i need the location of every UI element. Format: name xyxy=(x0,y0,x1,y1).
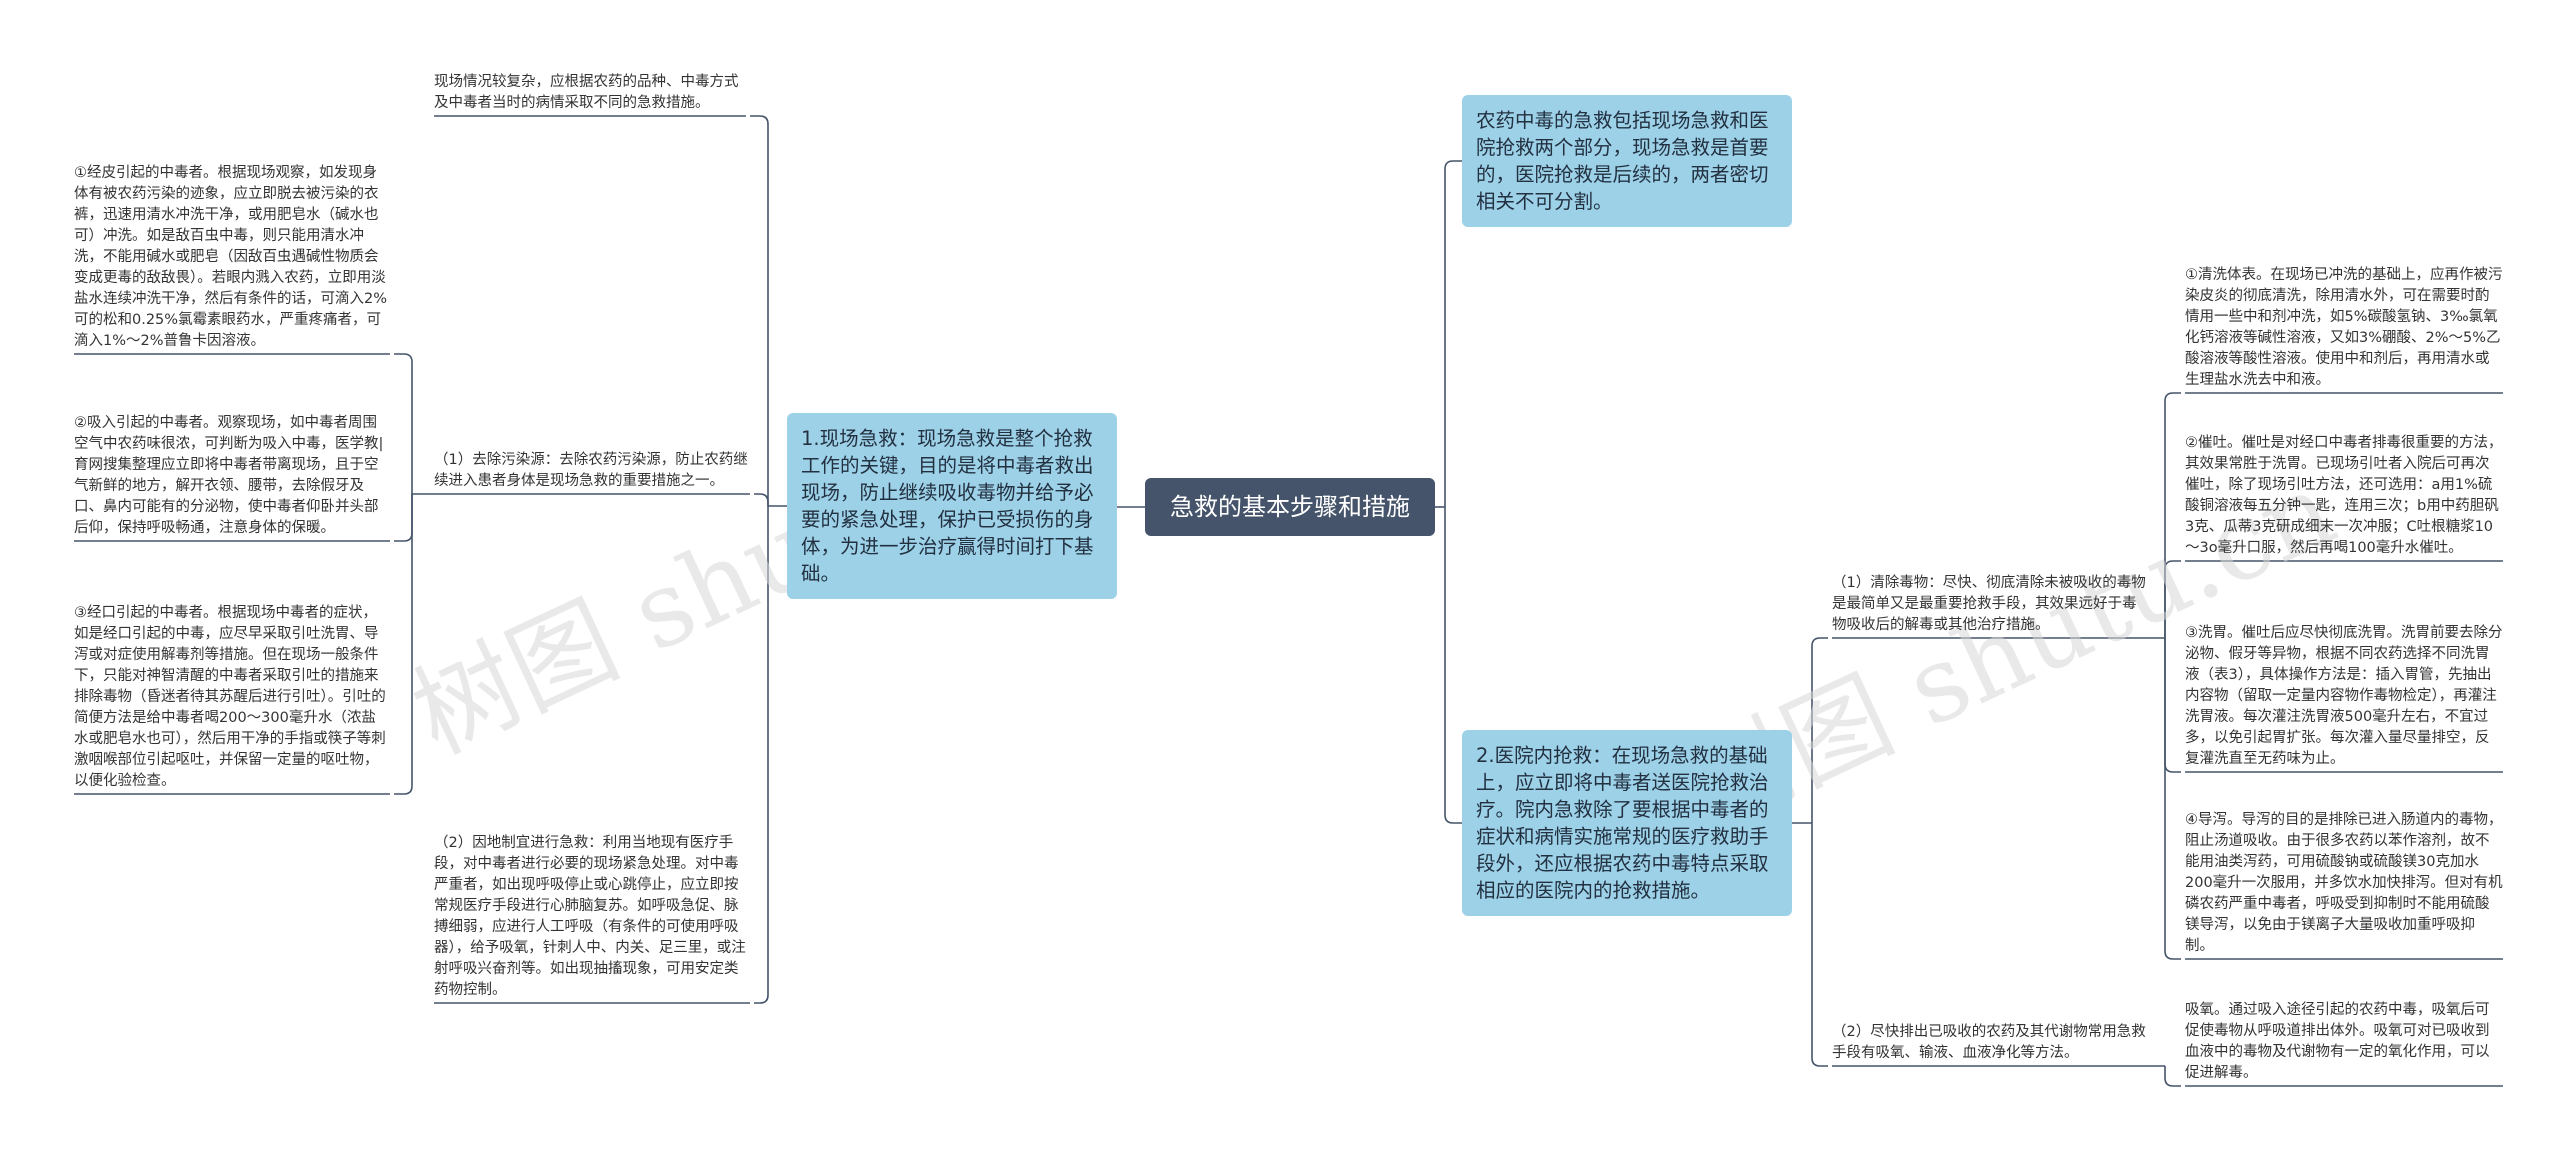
leaf-vomiting[interactable]: ②催吐。催吐是对经口中毒者排毒很重要的方法，其效果常胜于洗胃。已现场引吐者入院后… xyxy=(2185,435,2503,556)
leaf-oral-poisoning[interactable]: ③经口引起的中毒者。根据现场中毒者的症状，如是经口引起的中毒，应尽早采取引吐洗胃… xyxy=(74,605,386,789)
branch-intro[interactable]: 农药中毒的急救包括现场急救和医院抢救两个部分，现场急救是首要的，医院抢救是后续的… xyxy=(1462,95,1792,227)
branch-scene-first-aid[interactable]: 1.现场急救：现场急救是整个抢救工作的关键，目的是将中毒者救出现场，防止继续吸收… xyxy=(787,413,1117,599)
leaf-gastric-lavage[interactable]: ③洗胃。催吐后应尽快彻底洗胃。洗胃前要去除分泌物、假牙等异物，根据不同农药选择不… xyxy=(2185,625,2503,767)
root-node[interactable]: 急救的基本步骤和措施 xyxy=(1145,478,1435,536)
leaf-inhalation-poisoning[interactable]: ②吸入引起的中毒者。观察现场，如中毒者周围空气中农药味很浓，可判断为吸入中毒，医… xyxy=(74,415,384,536)
leaf-skin-poisoning[interactable]: ①经皮引起的中毒者。根据现场观察，如发现身体有被农药污染的迹象，应立即脱去被污染… xyxy=(74,165,388,349)
leaf-scene-note[interactable]: 现场情况较复杂，应根据农药的品种、中毒方式及中毒者当时的病情采取不同的急救措施。 xyxy=(434,74,739,111)
leaf-remove-absorbed[interactable]: （2）尽快排出已吸收的农药及其代谢物常用急救手段有吸氧、输液、血液净化等方法。 xyxy=(1832,1024,2146,1061)
leaf-remove-contamination[interactable]: （1）去除污染源：去除农药污染源，防止农药继续进入患者身体是现场急救的重要措施之… xyxy=(434,452,748,489)
branch-hospital-rescue[interactable]: 2.医院内抢救：在现场急救的基础上，应立即将中毒者送医院抢救治疗。院内急救除了要… xyxy=(1462,730,1792,916)
leaf-oxygen[interactable]: 吸氧。通过吸入途径引起的农药中毒，吸氧后可促使毒物从呼吸道排出体外。吸氧可对已吸… xyxy=(2185,1002,2490,1081)
leaf-wash-body[interactable]: ①清洗体表。在现场已冲洗的基础上，应再作被污染皮炎的彻底清洗，除用清水外，可在需… xyxy=(2185,267,2503,388)
leaf-local-first-aid[interactable]: （2）因地制宜进行急救：利用当地现有医疗手段，对中毒者进行必要的现场紧急处理。对… xyxy=(434,835,746,998)
leaf-clear-poison[interactable]: （1）清除毒物：尽快、彻底清除未被吸收的毒物是最简单又是最重要抢救手段，其效果远… xyxy=(1832,575,2146,633)
leaf-catharsis[interactable]: ④导泻。导泻的目的是排除已进入肠道内的毒物，阻止汤道吸收。由于很多农药以苯作溶剂… xyxy=(2185,812,2503,954)
